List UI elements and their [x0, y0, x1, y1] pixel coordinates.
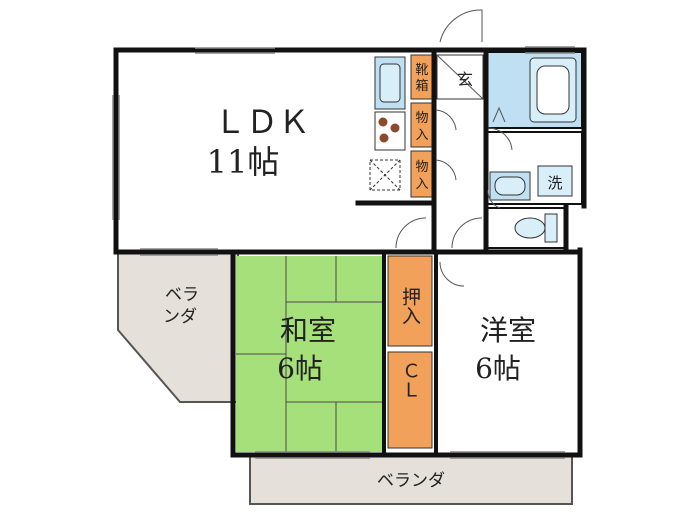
- storage1-label-2: 入: [415, 128, 428, 143]
- ldk-size: 11帖: [207, 143, 280, 181]
- storage2-label-2: 入: [415, 177, 428, 192]
- kitchen-stove: [374, 111, 406, 151]
- washitsu-size: 6帖: [277, 352, 323, 385]
- burner-icon: [379, 133, 389, 143]
- burner-icon: [378, 117, 388, 127]
- door-swings: [395, 109, 513, 287]
- fridge-space: [369, 159, 401, 191]
- storage2-label-1: 物: [415, 160, 428, 175]
- bathtub-inner: [536, 65, 570, 115]
- balcony-left-label-1: ベラ: [165, 285, 199, 305]
- balcony-bottom: [249, 455, 573, 505]
- oshiire-label: 押入: [399, 287, 421, 325]
- shoebox-label-2: 箱: [415, 78, 428, 94]
- youshitsu-name: 洋室: [480, 314, 536, 347]
- balcony-left-label-2: ンダ: [163, 307, 197, 327]
- closet-label: ＣＬ: [399, 361, 421, 399]
- ldk-name: ＬＤＫ: [214, 103, 310, 141]
- sink-basin: [379, 63, 401, 103]
- youshitsu-floor: [438, 256, 576, 452]
- balcony-left: [117, 251, 239, 403]
- entrance-door-swing: [439, 9, 483, 43]
- closet-block: [387, 351, 433, 449]
- tatami-lines: [236, 256, 384, 452]
- oshiire-block: [387, 255, 433, 347]
- toilet-tank: [544, 213, 558, 243]
- washbasin-bowl: [494, 176, 526, 196]
- windows: [112, 46, 575, 459]
- walls: [113, 47, 587, 458]
- storage1-label-1: 物: [415, 111, 428, 126]
- ldk-floor: [118, 52, 410, 250]
- washer-space: [537, 165, 573, 197]
- entrance-label: 玄: [457, 70, 473, 89]
- shoebox-label-1: 靴: [415, 63, 428, 78]
- balcony-bottom-label: ベランダ: [377, 471, 445, 491]
- burner-icon: [390, 123, 400, 133]
- toilet-bowl: [514, 217, 546, 239]
- washer-label: 洗: [547, 174, 562, 192]
- washitsu-name: 和室: [280, 314, 336, 347]
- youshitsu-size: 6帖: [475, 352, 521, 385]
